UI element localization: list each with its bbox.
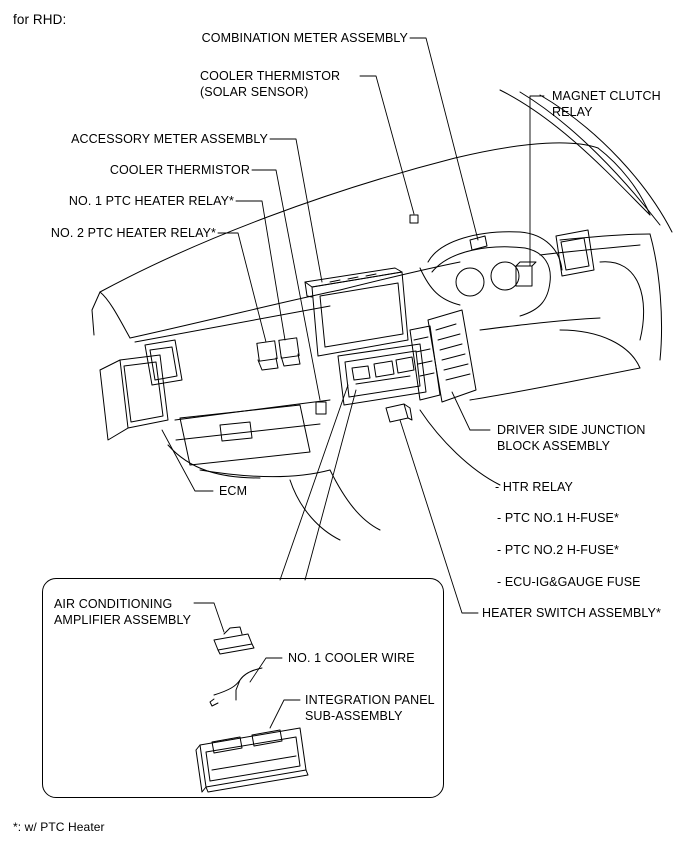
- label-integration-panel-line1: INTEGRATION PANEL: [305, 693, 435, 707]
- jb-item-htr-relay: - HTR RELAY: [495, 480, 573, 494]
- cooler-wire-drawing: [209, 667, 263, 707]
- jb-item-ptc2-fuse: - PTC NO.2 H-FUSE*: [497, 543, 619, 557]
- label-ecm: ECM: [219, 484, 248, 498]
- jb-item-ecu-ig-gauge-fuse: - ECU-IG&GAUGE FUSE: [497, 575, 641, 589]
- combination-meter: [419, 231, 563, 317]
- dashboard-outline: [91, 233, 663, 541]
- detail-inset-box: [42, 578, 444, 798]
- junction-block: [409, 309, 477, 403]
- integration-panel-drawing: [195, 727, 309, 793]
- heater-switch: [385, 403, 413, 423]
- footnote: *: w/ PTC Heater: [13, 820, 105, 834]
- label-cooler-thermistor: COOLER THERMISTOR: [109, 163, 250, 177]
- label-combination-meter: COMBINATION METER ASSEMBLY: [201, 31, 408, 45]
- left-vent: [99, 339, 183, 441]
- windshield-outline: [99, 89, 673, 293]
- region-title: for RHD:: [13, 12, 67, 27]
- leader-lines: [161, 37, 545, 729]
- center-display: [304, 267, 409, 357]
- label-accessory-meter: ACCESSORY METER ASSEMBLY: [71, 132, 268, 146]
- label-solar-sensor-line1: COOLER THERMISTOR: [200, 69, 341, 83]
- label-ac-amplifier-line2: AMPLIFIER ASSEMBLY: [54, 613, 192, 627]
- label-magnet-clutch-line2: RELAY: [552, 105, 593, 119]
- ac-amplifier-drawing: [213, 626, 255, 655]
- label-ptc-relay-2: NO. 2 PTC HEATER RELAY*: [50, 226, 216, 240]
- label-driver-jb-line2: BLOCK ASSEMBLY: [497, 439, 611, 453]
- glove-box: [179, 404, 311, 466]
- magnet-clutch-relay: [515, 261, 537, 287]
- label-ac-amplifier-line1: AIR CONDITIONING: [54, 597, 173, 611]
- right-vent: [555, 229, 595, 277]
- label-driver-jb-line1: DRIVER SIDE JUNCTION: [497, 423, 646, 437]
- label-solar-sensor-line2: (SOLAR SENSOR): [200, 85, 309, 99]
- label-heater-switch: HEATER SWITCH ASSEMBLY*: [482, 606, 661, 620]
- jb-item-ptc1-fuse: - PTC NO.1 H-FUSE*: [497, 511, 619, 525]
- label-magnet-clutch-line1: MAGNET CLUTCH: [552, 89, 661, 103]
- label-cooler-wire: NO. 1 COOLER WIRE: [288, 651, 415, 665]
- label-integration-panel-line2: SUB-ASSEMBLY: [305, 709, 403, 723]
- solar-sensor: [409, 214, 419, 224]
- label-ptc-relay-1: NO. 1 PTC HEATER RELAY*: [68, 194, 234, 208]
- center-panel: [315, 343, 427, 415]
- ptc-heater-relays: [256, 337, 301, 371]
